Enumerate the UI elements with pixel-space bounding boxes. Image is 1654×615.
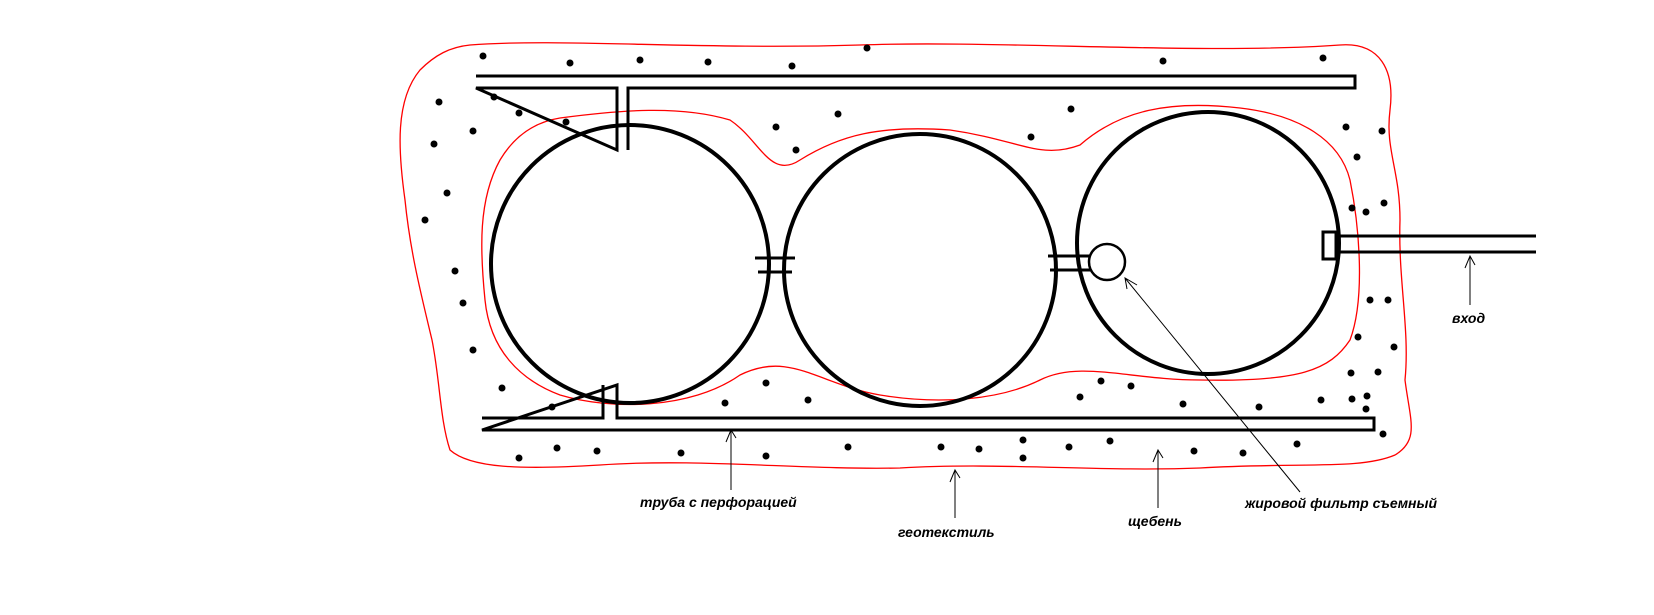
gravel-dot [834,110,842,118]
inlet-cap [1321,230,1338,261]
overflow-pipe-1-2 [755,256,795,274]
gravel-dot [1390,343,1398,351]
gravel-dot [788,62,796,70]
gravel-dot [515,109,523,117]
label-perforated-pipe: труба с перфорацией [640,494,797,510]
perforated-pipe-top [475,74,1357,153]
label-inlet: вход [1452,310,1485,326]
gravel-dot [636,56,644,64]
gravel-dot [1366,296,1374,304]
perforated-pipe-bottom [481,382,1376,432]
gravel-dot [1239,449,1247,457]
gravel-dot [1106,437,1114,445]
gravel-dot [1384,296,1392,304]
gravel-dot [1362,405,1370,413]
gravel-dot [1342,123,1350,131]
gravel-dot [1348,204,1356,212]
gravel-dot [1363,392,1371,400]
gravel-dot [1319,54,1327,62]
gravel-dot [1379,430,1387,438]
gravel-dot [421,216,429,224]
inlet-pipe [1336,234,1536,254]
arrow-grease-filter [1124,277,1301,493]
gravel-dot [1380,199,1388,207]
gravel-dot [704,58,712,66]
gravel-dot [1019,436,1027,444]
gravel-dot [443,189,451,197]
gravel-dot [1076,393,1084,401]
gravel-dot [1027,133,1035,141]
gravel-dot [772,123,780,131]
gravel-dot [762,379,770,387]
gravel-dot [1293,440,1301,448]
gravel-dot [562,118,570,126]
gravel-dot [1317,396,1325,404]
gravel-dot [804,396,812,404]
gravel-dot [1354,333,1362,341]
overflow-pipe-2-3 [1048,254,1092,272]
label-geotextile: геотекстиль [898,524,995,540]
label-grease-filter: жировой фильтр съемный [1244,495,1437,511]
gravel-dot [553,444,561,452]
tank-2 [782,132,1058,408]
geotextile-inner-contour [481,104,1361,406]
gravel-dot [479,52,487,60]
gravel-dots [421,44,1398,462]
gravel-dot [469,346,477,354]
gravel-dot [1097,377,1105,385]
gravel-dot [459,299,467,307]
label-gravel: щебень [1128,513,1182,529]
gravel-dot [844,443,852,451]
arrow-perforated-pipe [725,428,737,490]
gravel-dot [975,445,983,453]
pointer-arrows [725,254,1476,518]
gravel-dot [1179,400,1187,408]
gravel-dot [498,384,506,392]
gravel-dot [1362,208,1370,216]
grease-filter [1087,242,1127,282]
gravel-dot [451,267,459,275]
arrow-gravel [1152,448,1164,508]
gravel-dot [937,443,945,451]
gravel-dot [1067,105,1075,113]
gravel-dot [1378,127,1386,135]
gravel-dot [1065,443,1073,451]
gravel-dot [1255,403,1263,411]
tank-1 [489,123,771,405]
gravel-dot [1353,153,1361,161]
gravel-dot [1127,382,1135,390]
tank-3 [1075,110,1341,376]
gravel-dot [863,44,871,52]
gravel-dot [593,447,601,455]
gravel-dot [677,449,685,457]
gravel-dot [435,98,443,106]
gravel-dot [430,140,438,148]
gravel-dot [1019,454,1027,462]
geotextile-outer-contour [399,42,1412,470]
gravel-dot [1374,368,1382,376]
gravel-dot [515,454,523,462]
gravel-dot [1159,57,1167,65]
gravel-dot [762,452,770,460]
gravel-dot [721,399,729,407]
arrow-inlet [1464,254,1476,305]
gravel-dot [1190,447,1198,455]
gravel-dot [469,127,477,135]
gravel-dot [792,146,800,154]
gravel-dot [566,59,574,67]
arrow-geotextile [949,468,961,518]
gravel-dot [1347,369,1355,377]
gravel-dot [1348,395,1356,403]
